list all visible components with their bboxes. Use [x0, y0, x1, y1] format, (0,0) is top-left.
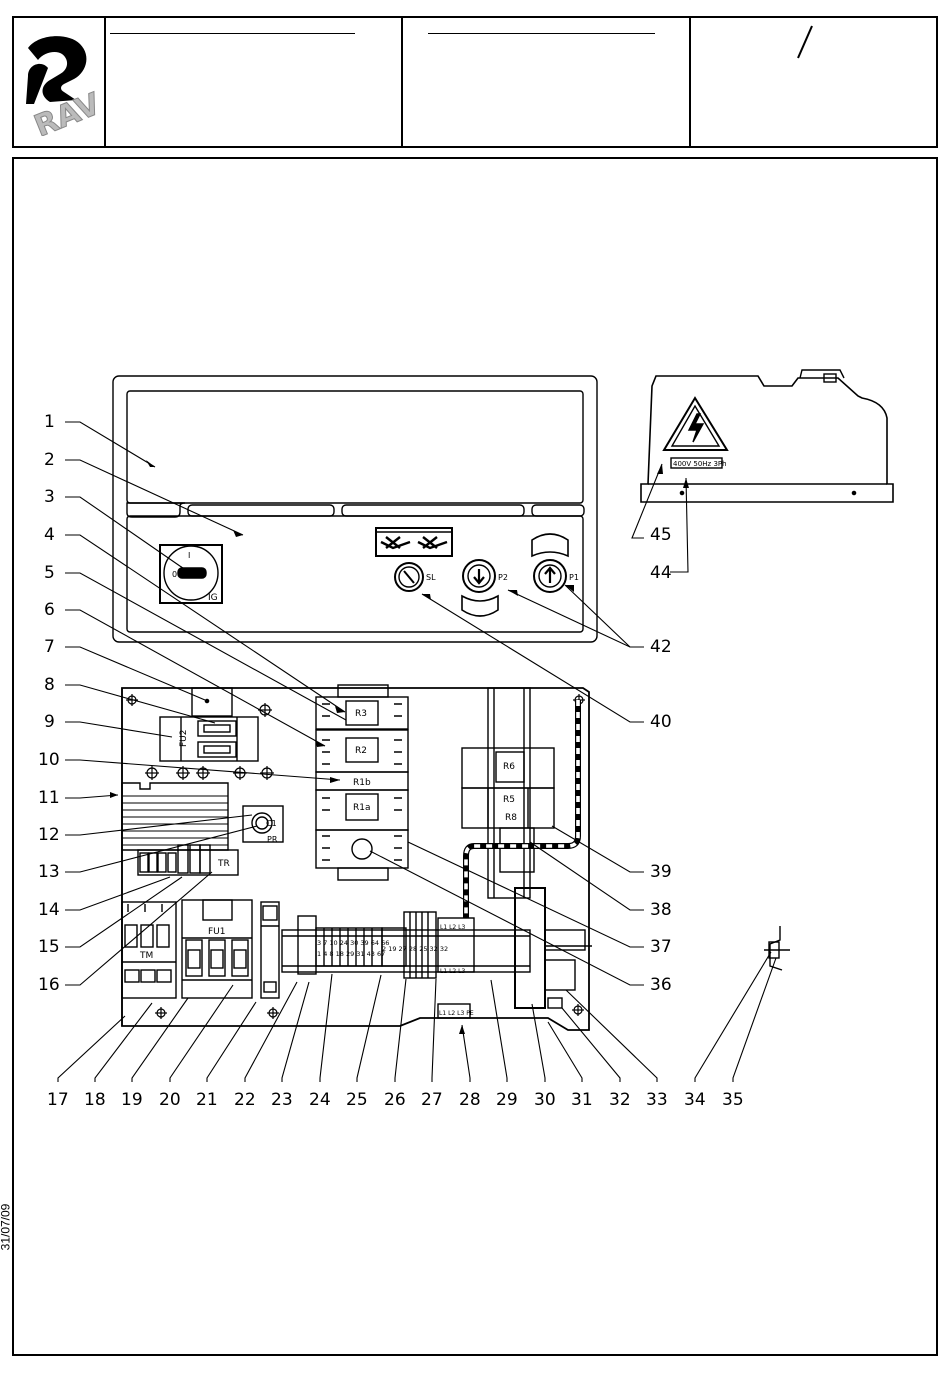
callout-42: 42: [650, 637, 672, 657]
relay-r2-label: R2: [355, 746, 367, 756]
callout-36: 36: [650, 975, 672, 995]
switch-label: IG: [208, 593, 218, 603]
p2-down-button: [462, 560, 498, 616]
p1-up-button: [532, 534, 568, 592]
callout-39: 39: [650, 862, 672, 882]
callout-24: 24: [309, 1090, 331, 1110]
l-pe-label: L1 L2 L3 PE: [439, 1010, 474, 1017]
callout-25: 25: [346, 1090, 368, 1110]
warning-label: 400V 50Hz 3Ph: [673, 460, 727, 468]
callout-40: 40: [650, 712, 672, 732]
callout-35: 35: [722, 1090, 744, 1110]
relay-r6-label: R6: [503, 762, 515, 772]
screw-detail: [764, 926, 790, 970]
callout-8: 8: [44, 675, 55, 695]
relay-r1a-label: R1a: [353, 803, 371, 813]
tm-label: TM: [139, 951, 153, 961]
callout-7: 7: [44, 637, 55, 657]
small-module: [261, 902, 279, 998]
fu2-label: FU2: [179, 730, 189, 748]
terminal-top-numbers: 3 7 10 24 30 39 64 66: [317, 939, 389, 947]
callout-4: 4: [44, 525, 55, 545]
terminal-mid-numbers: 2 19 27 28 25 32 32: [382, 945, 448, 953]
relay-r1b-label: R1b: [353, 778, 371, 788]
callout-13: 13: [38, 862, 60, 882]
callout-1: 1: [44, 412, 55, 432]
callout-34: 34: [684, 1090, 706, 1110]
callout-2: 2: [44, 450, 55, 470]
callout-38: 38: [650, 900, 672, 920]
c1-label: C1: [266, 819, 277, 828]
callout-19: 19: [121, 1090, 143, 1110]
tr-label: TR: [217, 859, 230, 869]
switch-on-symbol: I: [188, 551, 190, 560]
fu2-fuse-holder: [160, 688, 258, 761]
callout-21: 21: [196, 1090, 218, 1110]
sl-selector-switch: [395, 563, 423, 591]
striped-cable: [466, 700, 578, 918]
callout-27: 27: [421, 1090, 443, 1110]
side-cover: [641, 370, 893, 502]
callout-9: 9: [44, 712, 55, 732]
callout-15: 15: [38, 937, 60, 957]
callout-33: 33: [646, 1090, 668, 1110]
callout-10: 10: [38, 750, 60, 770]
callout-32: 32: [609, 1090, 631, 1110]
transformer-heatsink: [122, 783, 228, 850]
l-top-label: L1 L2 L3: [440, 924, 465, 931]
callout-29: 29: [496, 1090, 518, 1110]
callout-37: 37: [650, 937, 672, 957]
tm-contactor: [122, 902, 176, 998]
callout-14: 14: [38, 900, 60, 920]
callout-11: 11: [38, 788, 60, 808]
callout-6: 6: [44, 600, 55, 620]
p1-label: P1: [569, 573, 579, 582]
p2-label: P2: [498, 573, 508, 582]
sl-label: SL: [426, 573, 436, 582]
callout-28: 28: [459, 1090, 481, 1110]
callout-31: 31: [571, 1090, 593, 1110]
fu1-label: FU1: [208, 927, 226, 937]
terminal-bottom-numbers: 1 4 8 18 29 31 43 67: [317, 950, 385, 958]
callout-22: 22: [234, 1090, 256, 1110]
callout-3: 3: [44, 487, 55, 507]
callout-44: 44: [650, 563, 672, 583]
fu1-fuse-block: [182, 900, 252, 998]
relay-r3-label: R3: [355, 709, 367, 719]
pr-label: PR: [267, 835, 278, 844]
callout-30: 30: [534, 1090, 556, 1110]
callout-5: 5: [44, 563, 55, 583]
base-plate: [122, 688, 589, 1030]
callout-18: 18: [84, 1090, 106, 1110]
callout-20: 20: [159, 1090, 181, 1110]
callout-17: 17: [47, 1090, 69, 1110]
relay-r8-label: R8: [505, 813, 517, 823]
switch-off-symbol: 0: [172, 570, 177, 579]
callout-45: 45: [650, 525, 672, 545]
movement-symbols-box: [375, 528, 452, 556]
callout-12: 12: [38, 825, 60, 845]
motor-bracket: [515, 888, 592, 1008]
callout-23: 23: [271, 1090, 293, 1110]
callout-16: 16: [38, 975, 60, 995]
callout-26: 26: [384, 1090, 406, 1110]
l-bottom-label: L1 L2 L3: [440, 968, 465, 975]
relay-r5-label: R5: [503, 795, 515, 805]
vertical-din-rail: [488, 688, 530, 898]
